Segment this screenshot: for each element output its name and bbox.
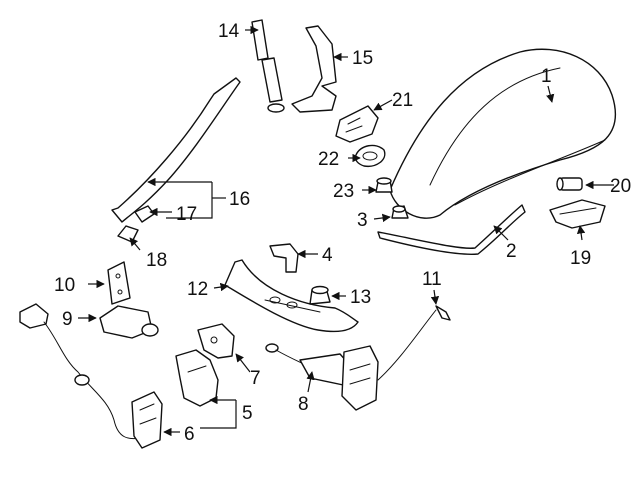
latch-support	[197, 323, 235, 359]
latch-housing	[341, 345, 379, 411]
callout-6: 6	[184, 424, 195, 445]
hood-hinge	[291, 25, 337, 113]
callout-16: 16	[229, 189, 250, 210]
callout-13: 13	[350, 287, 371, 308]
insulator-pad	[335, 105, 379, 143]
callout-12: 12	[187, 279, 208, 300]
callout-labels: 1 2 3 4 5 6 7 8 9 10 11 12 13 14 15 16 1…	[54, 21, 631, 445]
callout-19: 19	[570, 248, 591, 269]
callout-18: 18	[146, 250, 167, 271]
callout-23: 23	[333, 181, 354, 202]
callout-3: 3	[357, 210, 368, 231]
support-bracket	[549, 199, 606, 229]
hood-panel	[389, 48, 617, 219]
callout-2: 2	[506, 241, 517, 262]
callout-21: 21	[392, 90, 413, 111]
hood-strut	[251, 19, 285, 113]
callout-10: 10	[54, 275, 75, 296]
grommet-ring	[354, 144, 386, 167]
mounting-plate	[107, 261, 131, 305]
hood-seal	[377, 204, 526, 255]
latch-cover	[309, 285, 331, 305]
washer-jet	[556, 177, 583, 191]
hood-release-cable	[377, 305, 451, 381]
callout-8: 8	[298, 394, 309, 415]
hood-bracket	[269, 243, 299, 273]
callout-7: 7	[250, 368, 261, 389]
callout-9: 9	[62, 309, 73, 330]
leader-lines	[78, 25, 614, 437]
callout-1: 1	[541, 66, 552, 87]
plug	[375, 177, 393, 193]
bump-stop	[391, 205, 409, 219]
hood-lock	[131, 391, 163, 449]
callout-15: 15	[352, 48, 373, 69]
callout-11: 11	[422, 269, 442, 290]
callout-17: 17	[176, 204, 197, 225]
callout-14: 14	[218, 21, 240, 42]
retainer	[117, 225, 139, 243]
weatherstrip	[111, 77, 241, 223]
callout-20: 20	[610, 176, 631, 197]
callout-4: 4	[322, 245, 333, 266]
hood-crossmember	[224, 259, 359, 333]
latch-bracket	[175, 349, 219, 407]
callout-22: 22	[318, 149, 339, 170]
callout-5: 5	[242, 403, 253, 424]
wiring-harness	[19, 303, 141, 440]
actuator	[99, 305, 159, 339]
